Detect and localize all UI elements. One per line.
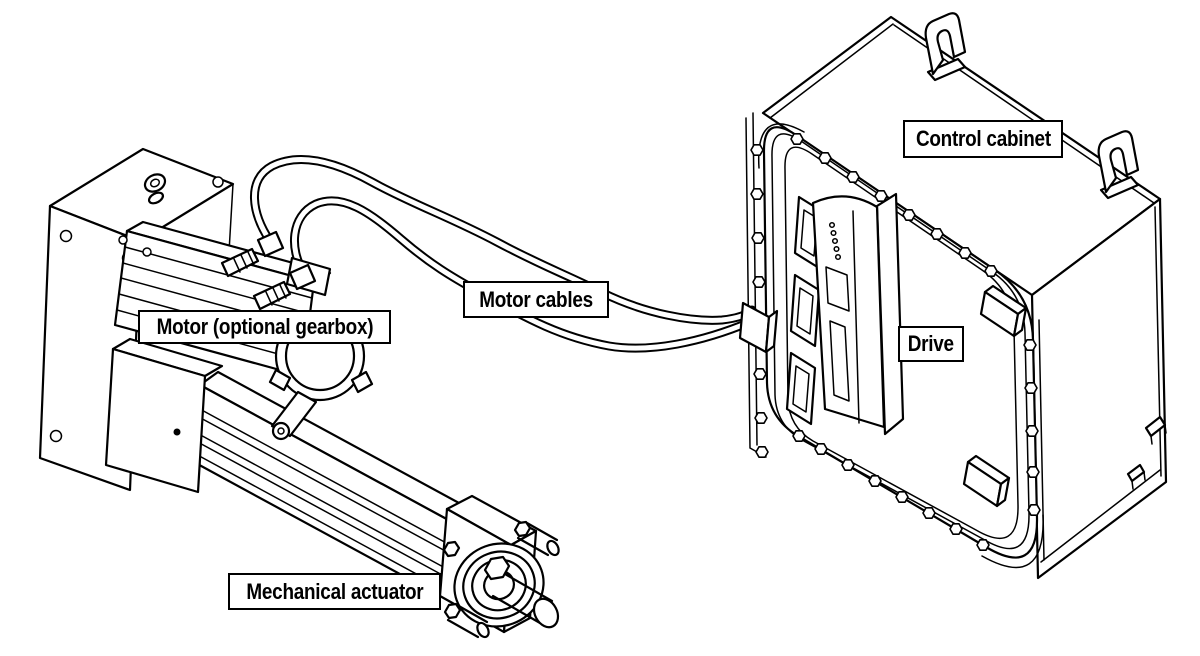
label-control-cabinet: Control cabinet bbox=[903, 120, 1063, 158]
mounting-tabs bbox=[924, 12, 1140, 200]
control-cabinet-illustration bbox=[738, 12, 1168, 580]
label-motor-cables-text: Motor cables bbox=[479, 286, 593, 312]
cabinet-feet bbox=[1126, 415, 1167, 490]
cable-entry-cover bbox=[738, 301, 779, 354]
label-drive: Drive bbox=[898, 326, 964, 362]
actuator-end-block-illustration bbox=[438, 494, 560, 639]
drive-slot bbox=[829, 320, 850, 402]
actuator-rail-illustration bbox=[190, 370, 472, 600]
label-motor-cables: Motor cables bbox=[463, 281, 609, 318]
eyelet-icon bbox=[143, 173, 167, 205]
drive-led-indicators bbox=[828, 221, 842, 261]
drive-module-illustration bbox=[811, 192, 905, 436]
motor-connectors-illustration bbox=[220, 230, 332, 311]
label-motor-text: Motor (optional gearbox) bbox=[156, 314, 373, 339]
label-mechanical-actuator: Mechanical actuator bbox=[228, 573, 441, 610]
label-mechanical-actuator-text: Mechanical actuator bbox=[245, 578, 423, 604]
label-control-cabinet-text: Control cabinet bbox=[915, 126, 1051, 151]
gear-housing-illustration bbox=[104, 337, 224, 494]
label-motor: Motor (optional gearbox) bbox=[138, 310, 391, 344]
drive-display bbox=[825, 266, 850, 312]
corner-blocks bbox=[962, 284, 1028, 508]
label-drive-text: Drive bbox=[907, 331, 955, 356]
motor-cables-illustration bbox=[250, 155, 757, 353]
